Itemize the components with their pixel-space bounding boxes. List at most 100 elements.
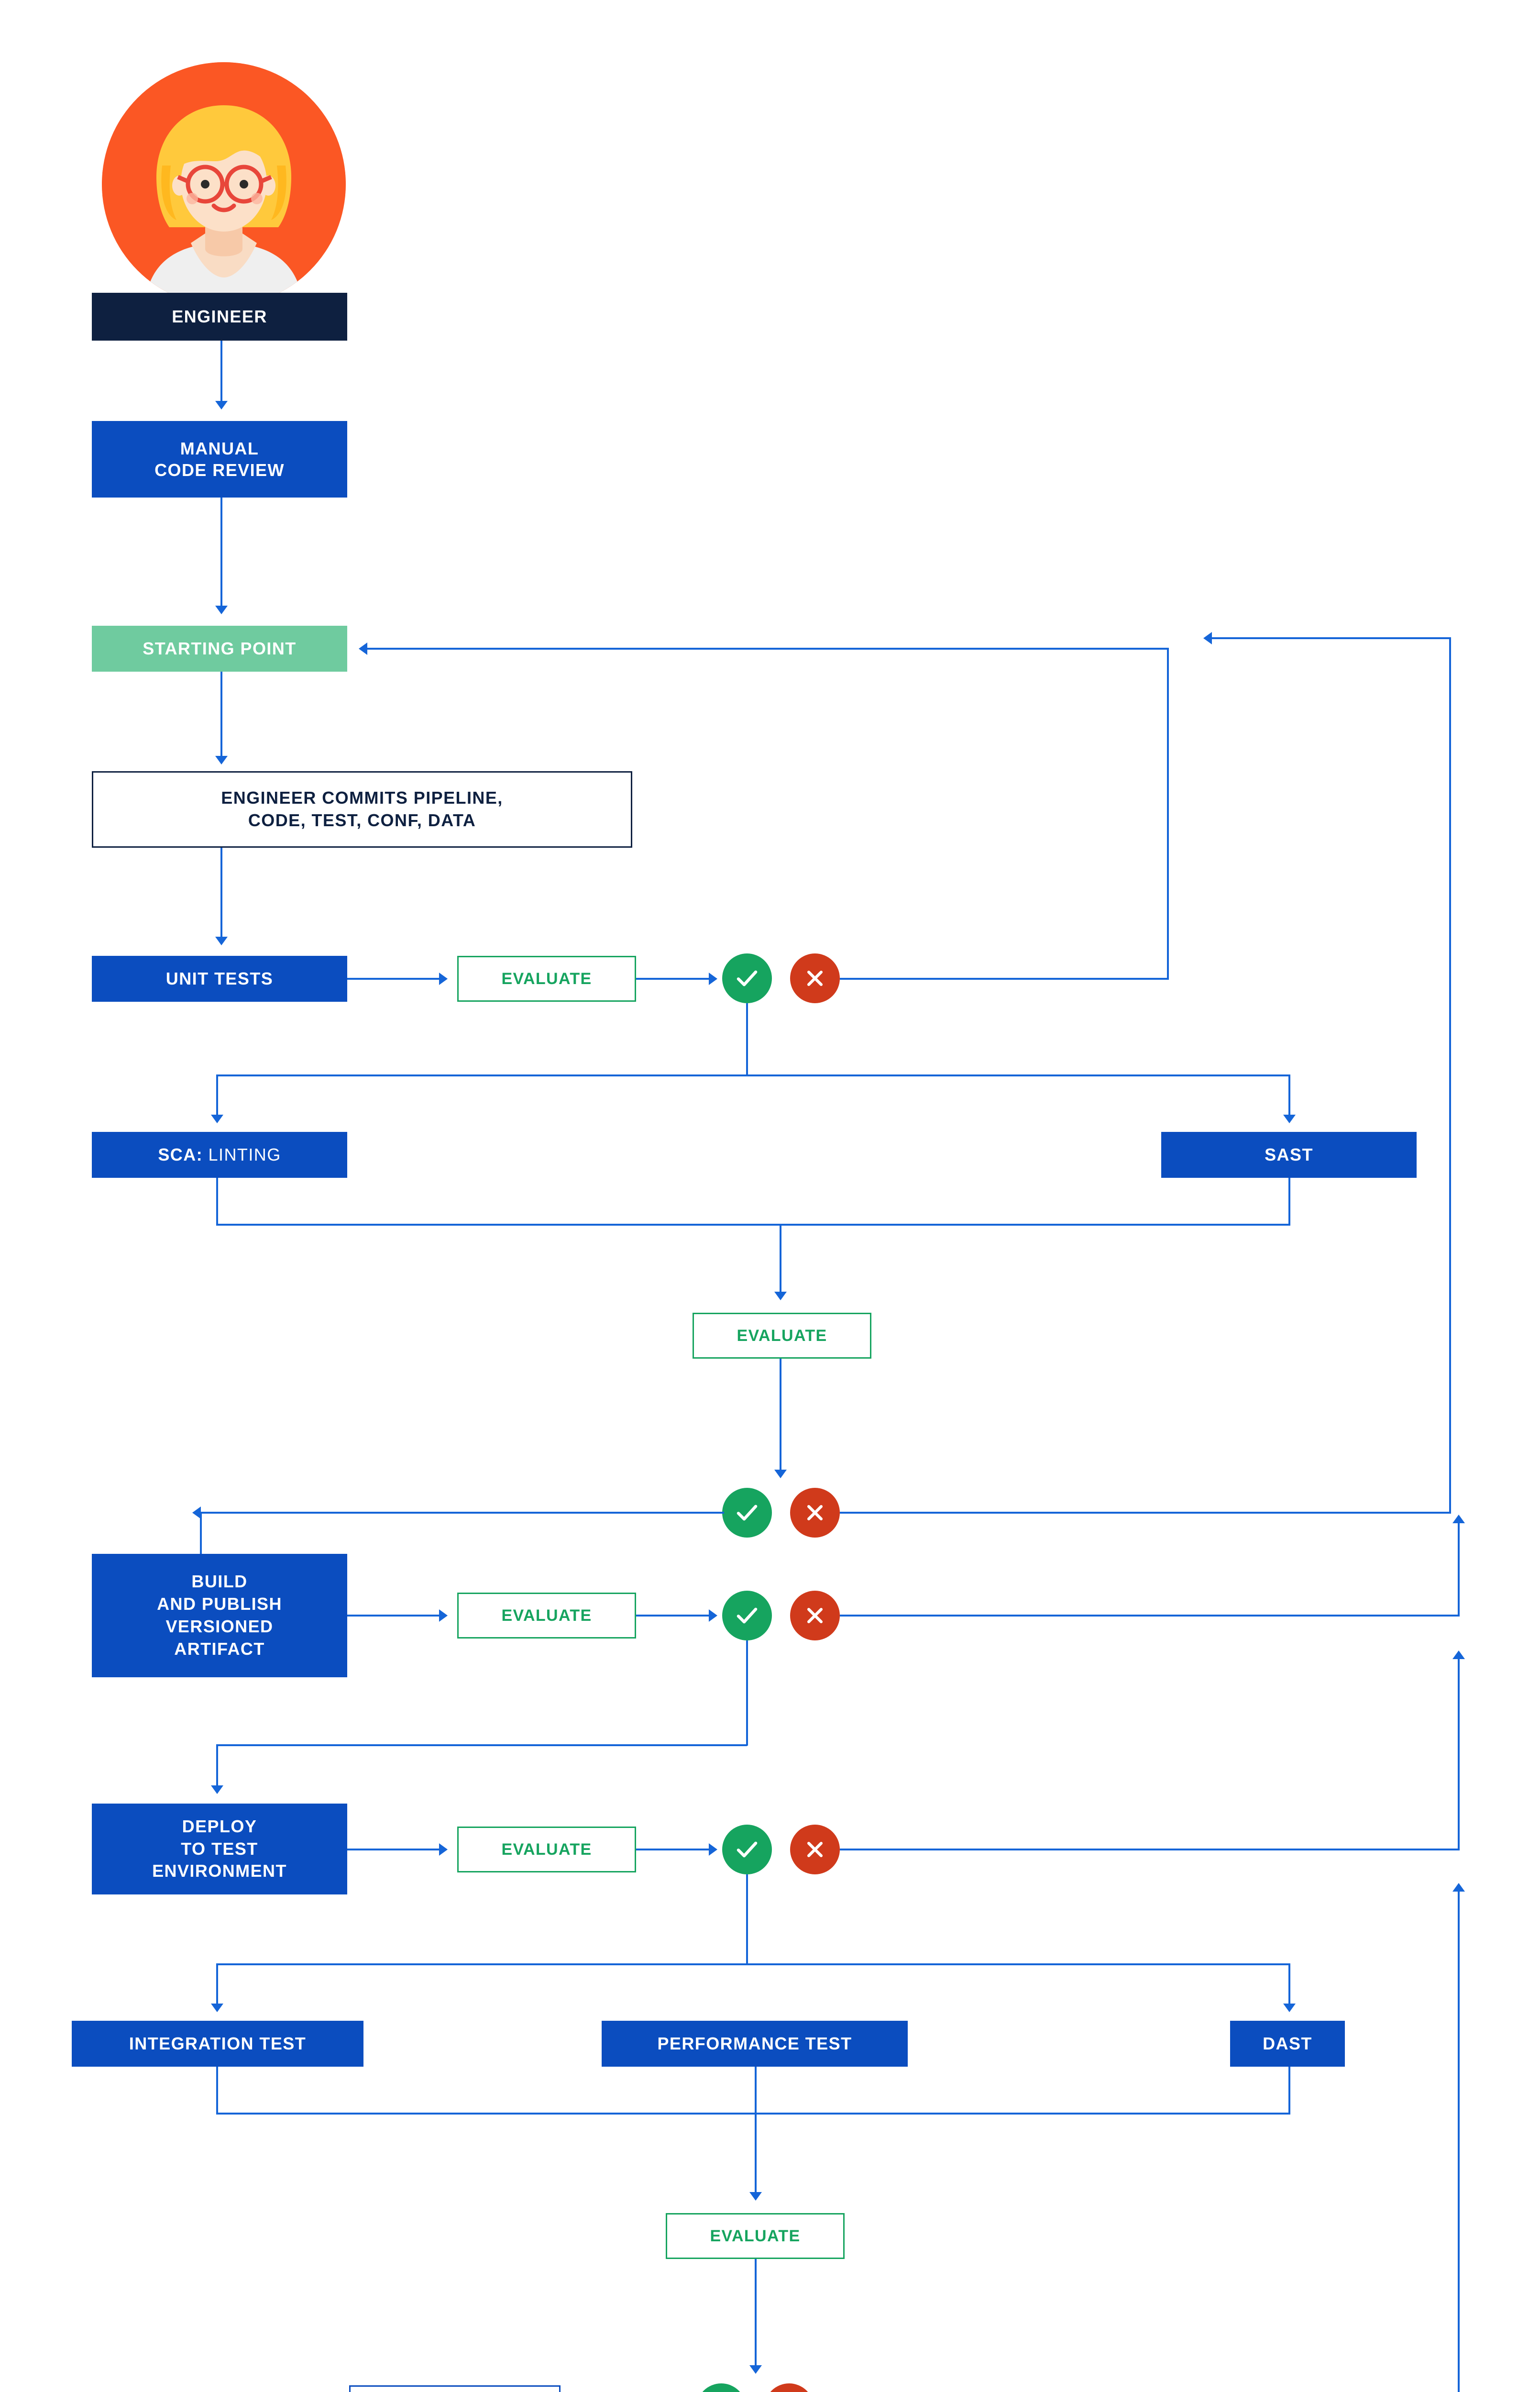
- node-next-phase[interactable]: NEXT PHASE: [349, 2385, 561, 2392]
- connector-build-fail-vertical: [1458, 1521, 1460, 1615]
- connector-sca-down: [216, 1178, 218, 1226]
- connector-tests-split: [216, 1963, 1290, 1965]
- arrowhead-unit-fail-to-start: [359, 642, 367, 655]
- connector-static-pass-down: [200, 1512, 202, 1555]
- connector-build-fail-right: [840, 1615, 1460, 1617]
- connector-unit-fail-to-start: [367, 648, 1169, 650]
- node-sast[interactable]: SAST: [1161, 1132, 1417, 1178]
- connector-split-to-dast: [1288, 1963, 1290, 2006]
- node-starting-point-label: STARTING POINT: [143, 639, 297, 658]
- decision-dynamic-pass[interactable]: [696, 2383, 746, 2392]
- arrowhead-engineer-to-review: [215, 401, 228, 410]
- connector-static-pass-left: [201, 1512, 724, 1514]
- arrowhead-build-pass-to-deploy: [211, 1785, 223, 1794]
- node-deploy-test-environment[interactable]: DEPLOY TO TEST ENVIRONMENT: [92, 1804, 347, 1894]
- connector-tests-merge-to-eval5: [755, 2067, 757, 2196]
- arrowhead-static-pass-left: [192, 1506, 201, 1519]
- node-evaluate-deploy[interactable]: EVALUATE: [457, 1827, 636, 1872]
- node-engineer[interactable]: ENGINEER: [92, 293, 347, 341]
- decision-deploy-fail[interactable]: [790, 1825, 840, 1874]
- connector-merge-to-eval2: [780, 1224, 781, 1296]
- arrowhead-start-to-commit: [215, 756, 228, 764]
- arrowhead-eval5-to-decision: [749, 2365, 762, 2374]
- connector-commit-to-unit: [220, 848, 222, 939]
- connector-unit-fail-up: [1167, 649, 1169, 979]
- connector-deploy-pass-down: [746, 1874, 748, 1965]
- engineer-avatar: [102, 62, 346, 306]
- decision-static-pass[interactable]: [722, 1488, 772, 1538]
- arrowhead-build-to-eval3: [439, 1609, 448, 1622]
- node-starting-point[interactable]: STARTING POINT: [92, 626, 347, 672]
- connector-build-pass-to-deploy: [216, 1744, 218, 1788]
- connector-eval3-to-decision: [636, 1615, 713, 1617]
- connector-deploy-to-eval4: [347, 1849, 443, 1850]
- node-build-line4: ARTIFACT: [174, 1639, 265, 1659]
- node-performance-test-label: PERFORMANCE TEST: [657, 2034, 852, 2053]
- arrowhead-split-to-sca: [211, 1115, 223, 1123]
- node-build-line3: VERSIONED: [165, 1617, 274, 1636]
- node-deploy-line1: DEPLOY: [182, 1816, 257, 1836]
- node-sca-linting[interactable]: SCA: LINTING: [92, 1132, 347, 1178]
- engineer-avatar-illustration: [102, 62, 346, 306]
- arrowhead-eval2-to-decision: [774, 1470, 787, 1478]
- node-dast-label: DAST: [1263, 2034, 1312, 2053]
- node-build-publish-artifact[interactable]: BUILD AND PUBLISH VERSIONED ARTIFACT: [92, 1554, 347, 1677]
- arrowhead-build-fail-up: [1452, 1515, 1465, 1523]
- connector-unit-fail-right: [840, 978, 1169, 980]
- arrowhead-eval3-to-decision: [709, 1609, 717, 1622]
- arrowhead-merge-to-eval2: [774, 1292, 787, 1300]
- decision-static-fail[interactable]: [790, 1488, 840, 1538]
- connector-eval2-to-decision: [780, 1359, 781, 1473]
- decision-dynamic-fail[interactable]: [764, 2383, 814, 2392]
- node-deploy-line3: ENVIRONMENT: [152, 1861, 287, 1881]
- cross-icon: [807, 1505, 823, 1521]
- node-manual-code-review[interactable]: MANUAL CODE REVIEW: [92, 421, 347, 498]
- arrowhead-review-to-start: [215, 606, 228, 614]
- connector-unit-to-eval1: [347, 978, 443, 980]
- connector-unit-pass-down: [746, 1003, 748, 1076]
- cross-icon: [807, 970, 823, 986]
- connector-split-to-integration: [216, 1963, 218, 2006]
- arrowhead-static-fail-to-start: [1203, 632, 1212, 644]
- node-manual-code-review-line2: CODE REVIEW: [154, 460, 285, 480]
- arrowhead-deploy-to-eval4: [439, 1843, 448, 1856]
- arrowhead-eval1-to-decision: [709, 973, 717, 985]
- decision-unit-tests-fail[interactable]: [790, 953, 840, 1003]
- node-evaluate-build[interactable]: EVALUATE: [457, 1593, 636, 1639]
- arrowhead-commit-to-unit: [215, 937, 228, 945]
- node-evaluate-dynamic[interactable]: EVALUATE: [666, 2213, 845, 2259]
- connector-eval1-to-decision: [636, 978, 713, 980]
- node-performance-test[interactable]: PERFORMANCE TEST: [602, 2021, 908, 2067]
- node-evaluate-unit-tests-label: EVALUATE: [501, 969, 592, 988]
- connector-start-to-commit: [220, 672, 222, 758]
- decision-build-pass[interactable]: [722, 1591, 772, 1640]
- connector-split-to-sca: [216, 1074, 218, 1118]
- node-evaluate-static[interactable]: EVALUATE: [693, 1313, 871, 1359]
- node-evaluate-dynamic-label: EVALUATE: [710, 2226, 801, 2245]
- connector-build-pass-left: [216, 1744, 747, 1746]
- node-unit-tests[interactable]: UNIT TESTS: [92, 956, 347, 1002]
- check-icon: [737, 1607, 758, 1624]
- connector-dast-down: [1288, 2067, 1290, 2115]
- connector-dynamic-fail-up: [1458, 1890, 1460, 2392]
- connector-unit-pass-split: [216, 1074, 1290, 1076]
- node-integration-test[interactable]: INTEGRATION TEST: [72, 2021, 363, 2067]
- node-evaluate-unit-tests[interactable]: EVALUATE: [457, 956, 636, 1002]
- node-engineer-commits[interactable]: ENGINEER COMMITS PIPELINE, CODE, TEST, C…: [92, 771, 632, 848]
- node-sast-label: SAST: [1265, 1145, 1313, 1164]
- node-dast[interactable]: DAST: [1230, 2021, 1345, 2067]
- connector-eval5-to-decision: [755, 2259, 757, 2369]
- connector-sast-down: [1288, 1178, 1290, 1226]
- connector-static-fail-up: [1449, 638, 1451, 1514]
- node-build-line1: BUILD: [191, 1572, 248, 1592]
- connector-deploy-fail-up: [1458, 1657, 1460, 1849]
- cross-icon: [807, 1841, 823, 1858]
- decision-unit-tests-pass[interactable]: [722, 953, 772, 1003]
- connector-merge-static: [216, 1224, 1290, 1226]
- connector-eval4-to-decision: [636, 1849, 713, 1850]
- decision-build-fail[interactable]: [790, 1591, 840, 1640]
- decision-deploy-pass[interactable]: [722, 1825, 772, 1874]
- connector-tests-merge: [216, 2113, 1290, 2115]
- connector-static-fail-right: [840, 1512, 1451, 1514]
